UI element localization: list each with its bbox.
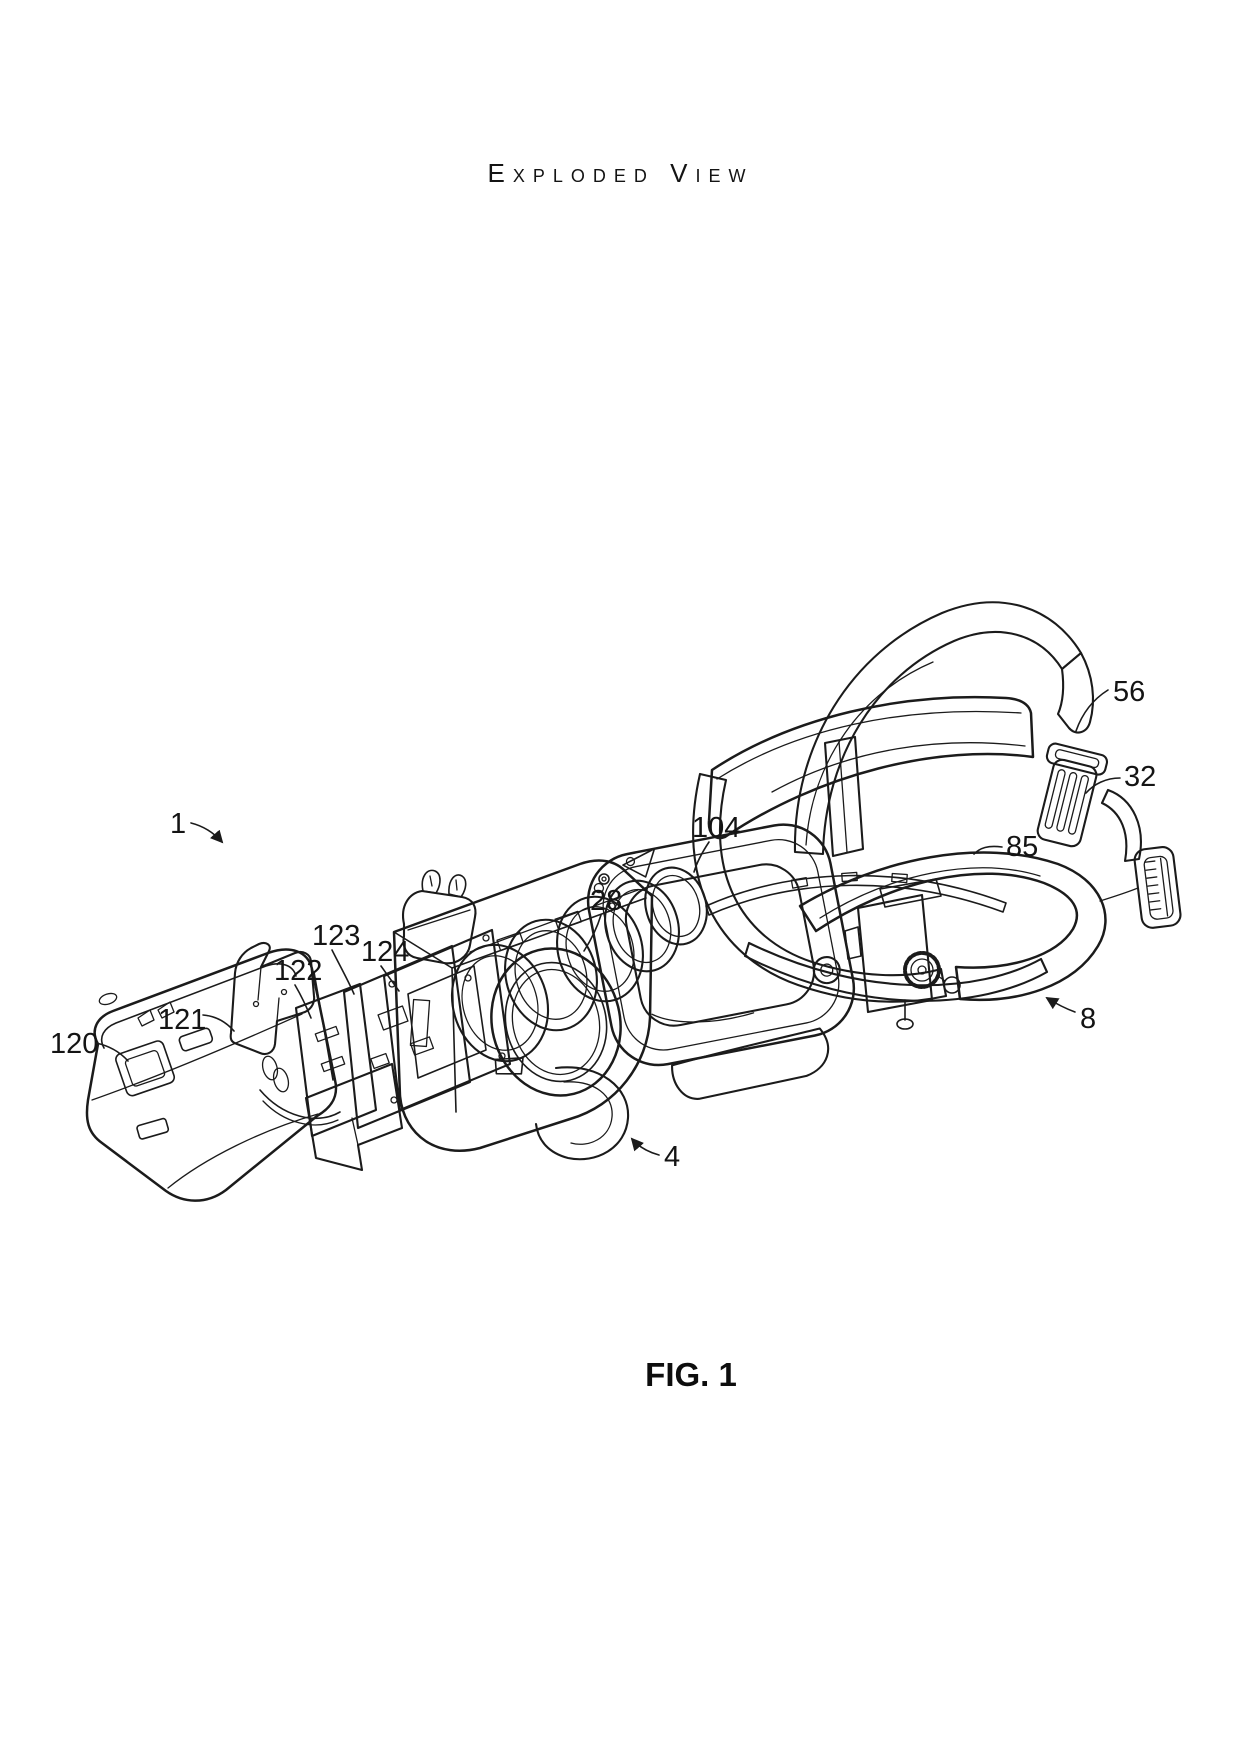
circuit-board-part xyxy=(342,944,472,1130)
leader-line-120 xyxy=(95,1042,129,1062)
ref-label-122: 122 xyxy=(274,955,322,987)
ref-label-104: 104 xyxy=(692,812,740,844)
lower-bracket-part xyxy=(259,1055,404,1172)
side-strap-part xyxy=(823,735,865,858)
leader-arrow-8 xyxy=(1045,996,1076,1013)
lens-ring xyxy=(504,918,598,1032)
adjust-rail-part xyxy=(705,871,1007,916)
plate-stack xyxy=(259,928,512,1172)
lens-ring xyxy=(604,879,680,973)
leader-line-123 xyxy=(331,949,355,995)
leader-line-121 xyxy=(202,1014,235,1032)
goggle-frame-part xyxy=(586,823,856,1100)
leader-arrow-4 xyxy=(630,1137,660,1156)
ref-label-32: 32 xyxy=(1124,761,1156,793)
top-clip-part xyxy=(402,869,477,965)
headgear-assembly xyxy=(692,601,1182,1030)
lens-ring xyxy=(644,866,708,946)
ref-label-56: 56 xyxy=(1113,676,1145,708)
mount-bracket-part xyxy=(229,941,316,1056)
ref-label-123: 123 xyxy=(312,920,360,952)
ref-label-1: 1 xyxy=(170,808,186,840)
leader-line-122 xyxy=(294,984,312,1019)
ref-label-85: 85 xyxy=(1006,831,1038,863)
leader-arrow-1 xyxy=(190,822,224,844)
leader-line-28 xyxy=(583,914,602,952)
t-buckle-part xyxy=(1036,742,1109,848)
ref-label-8: 8 xyxy=(1080,1003,1096,1035)
leader-line-56 xyxy=(1075,689,1109,732)
page-title: Exploded View xyxy=(487,158,754,188)
figure-caption: FIG. 1 xyxy=(645,1356,737,1393)
forehead-band-part xyxy=(707,695,1035,840)
ref-label-121: 121 xyxy=(158,1004,206,1036)
reference-labels: 1 56 32 85 104 28 123 124 122 121 120 4 xyxy=(50,676,1156,1173)
front-cover-part xyxy=(85,948,338,1202)
ref-label-124: 124 xyxy=(361,936,409,968)
ref-label-4: 4 xyxy=(664,1141,680,1173)
leader-line-85 xyxy=(973,845,1003,855)
headband-part xyxy=(692,772,1182,1003)
leader-line-32 xyxy=(1085,777,1121,794)
ref-label-120: 120 xyxy=(50,1028,98,1060)
leader-line-104 xyxy=(693,841,710,873)
strap-buckle-part xyxy=(1133,846,1182,929)
ratchet-adjuster-part xyxy=(844,878,961,1030)
ref-label-28: 28 xyxy=(590,885,622,917)
leader-line-124 xyxy=(380,965,400,992)
